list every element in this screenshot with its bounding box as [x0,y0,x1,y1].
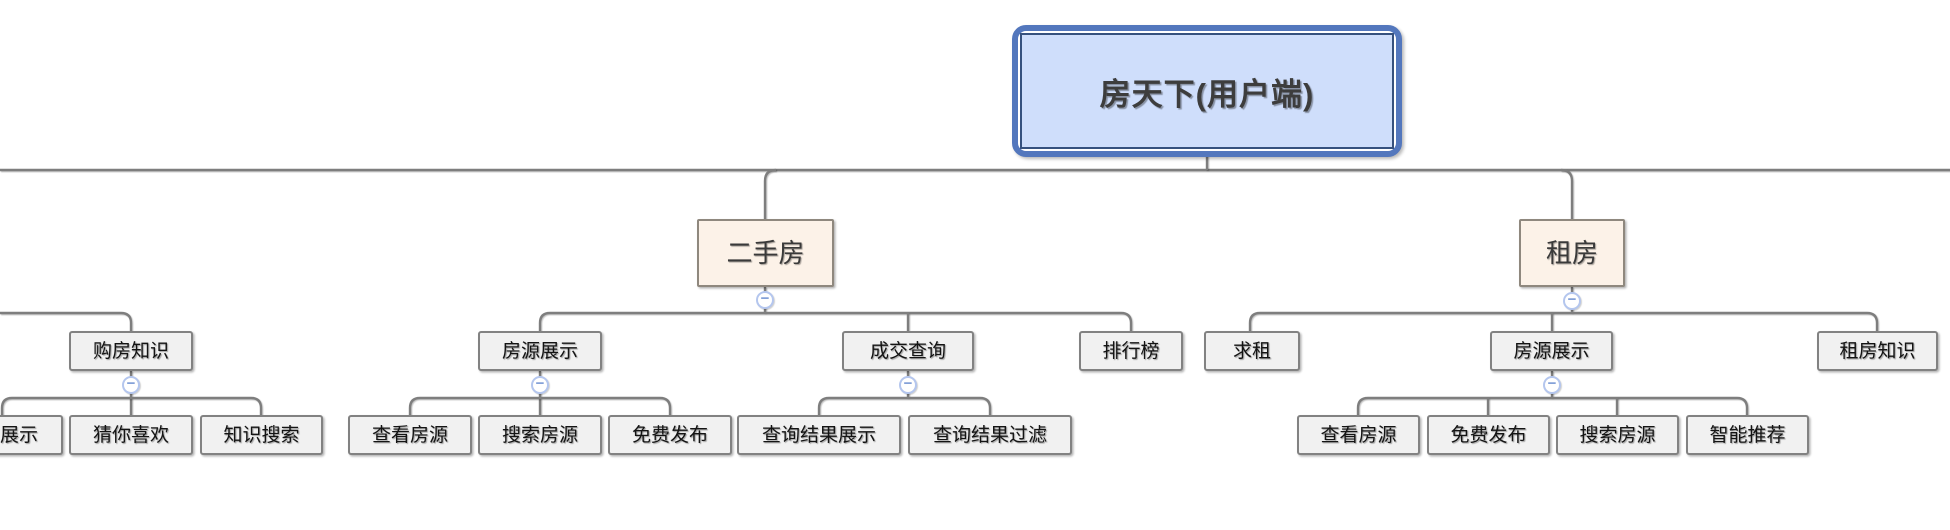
node-label: 查看房源 [1320,424,1397,446]
node-free-publish-rent[interactable]: 免费发布 [1427,415,1550,455]
node-knowledge-search[interactable]: 知识搜索 [200,415,323,455]
minus-glyph: − [760,290,770,307]
minus-glyph: − [903,375,913,392]
node-label: 查看房源 [371,424,448,446]
node-label: 房源展示 [1513,340,1590,362]
node-label: 智能推荐 [1709,424,1786,446]
node-label: 房源展示 [501,340,578,362]
node-smart-recommend[interactable]: 智能推荐 [1686,415,1809,455]
minus-glyph: − [126,375,136,392]
node-label: 房天下(用户端) [1099,76,1315,112]
node-view-listings-secondhand[interactable]: 查看房源 [348,415,472,455]
node-rent-knowledge[interactable]: 租房知识 [1817,331,1938,371]
node-deal-query[interactable]: 成交查询 [842,331,974,371]
minus-glyph: − [1547,375,1557,392]
node-label: 租房 [1545,238,1598,268]
node-seek-rent[interactable]: 求租 [1204,331,1300,371]
collapse-minus-icon-secondhand[interactable]: − [756,291,774,309]
node-view-listings-rent[interactable]: 查看房源 [1297,415,1420,455]
node-secondhand[interactable]: 二手房 [697,219,834,287]
node-guess-you-like[interactable]: 猜你喜欢 [69,415,193,455]
node-label: 搜索房源 [1579,424,1656,446]
node-root[interactable]: 房天下(用户端) [1012,25,1402,157]
node-label: 展示 [0,424,38,446]
node-label: 知识搜索 [223,424,300,446]
node-label: 猜你喜欢 [92,424,169,446]
node-rent[interactable]: 租房 [1519,219,1625,287]
collapse-minus-icon-listing-display-secondhand[interactable]: − [531,376,549,394]
collapse-minus-icon-listing-display-rent[interactable]: − [1543,376,1561,394]
node-label: 购房知识 [92,340,169,362]
collapse-minus-icon-rent[interactable]: − [1563,292,1581,310]
node-search-listings-rent[interactable]: 搜索房源 [1556,415,1679,455]
node-purchase-knowledge[interactable]: 购房知识 [69,331,193,371]
node-label: 成交查询 [869,340,946,362]
node-search-listings-secondhand[interactable]: 搜索房源 [478,415,602,455]
node-label: 租房知识 [1839,340,1916,362]
node-listing-display-rent[interactable]: 房源展示 [1490,331,1613,371]
collapse-minus-icon-purchase-knowledge[interactable]: − [122,376,140,394]
node-label: 免费发布 [631,424,708,446]
node-query-result-display[interactable]: 查询结果展示 [737,415,901,455]
node-label: 二手房 [726,238,805,268]
node-label: 求租 [1232,340,1271,362]
node-label: 搜索房源 [501,424,578,446]
node-label: 查询结果展示 [761,424,876,446]
node-free-publish-secondhand[interactable]: 免费发布 [608,415,732,455]
minus-glyph: − [535,375,545,392]
node-label: 排行榜 [1102,340,1160,362]
node-label: 免费发布 [1450,424,1527,446]
minus-glyph: − [1567,291,1577,308]
node-display-cut[interactable]: 展示 [0,415,63,455]
node-listing-display-secondhand[interactable]: 房源展示 [478,331,602,371]
node-query-result-filter[interactable]: 查询结果过滤 [908,415,1072,455]
collapse-minus-icon-deal-query[interactable]: − [899,376,917,394]
node-ranking[interactable]: 排行榜 [1079,331,1183,371]
node-root-inner: 房天下(用户端) [1020,33,1394,149]
node-label: 查询结果过滤 [932,424,1047,446]
